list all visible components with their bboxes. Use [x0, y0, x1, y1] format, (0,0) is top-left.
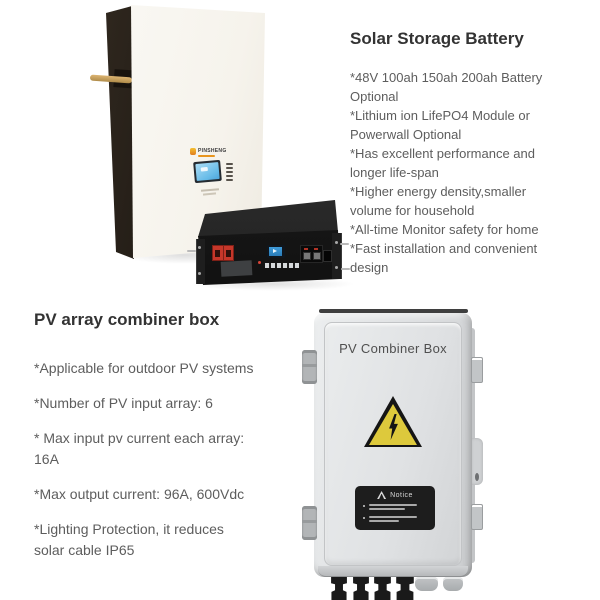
rack-screw: [335, 241, 338, 244]
port-label-mark: [226, 167, 233, 169]
feature-line: Powerwall Optional: [350, 127, 462, 142]
brand-logo-text: PINSHENG: [198, 148, 227, 154]
rack-comm-port: [323, 250, 332, 262]
notice-text-mark: [369, 516, 417, 518]
cable-gland: [443, 577, 463, 591]
feature-line: *Fast installation and convenient: [350, 241, 538, 256]
latch-bottom: [471, 504, 483, 530]
combiner-mount-flange: [471, 438, 483, 485]
feature-line: *Lighting Protection, it reduces: [34, 521, 224, 537]
combiner-feature: *Max output current: 96A, 600Vdc: [34, 484, 284, 505]
notice-text-mark: [369, 504, 417, 506]
hinge-top: [302, 350, 317, 384]
rack-mount-ear-right: [332, 233, 342, 279]
combiner-box-label: PV Combiner Box: [339, 341, 447, 356]
solar-battery-product-image[interactable]: PINSHENG: [60, 0, 355, 300]
mc4-connector: [353, 577, 369, 600]
rack-mount-ear-left: [196, 239, 205, 284]
feature-line: volume for household: [350, 203, 475, 218]
feature-line: design: [350, 260, 389, 275]
terminal-hole: [303, 252, 311, 260]
battery-feature-list: *48V 100ah 150ah 200ah Battery Optional …: [350, 68, 560, 277]
rack-screw: [198, 246, 201, 249]
combiner-description-block: PV array combiner box *Applicable for ou…: [34, 309, 284, 561]
feature-line: solar cable IP65: [34, 542, 135, 558]
rack-status-led: [258, 261, 261, 264]
mc4-connector: [374, 577, 391, 600]
warning-triangle-icon: [377, 491, 387, 499]
notice-header: Notice: [355, 491, 435, 499]
feature-line: * Max input pv current each array:: [34, 430, 245, 446]
rack-dip-switch-strip: [265, 263, 299, 268]
feature-line: *All-time Monitor safety for home: [350, 222, 539, 237]
battery-lcd-display: [195, 162, 220, 181]
terminal-mark: [304, 248, 308, 250]
port-label-mark: [226, 179, 233, 181]
brand-logo-icon: [190, 148, 196, 155]
rack-handle-pin: [187, 250, 196, 252]
battery-lcd-graphic: [200, 166, 208, 172]
brand-logo-underline: [198, 155, 215, 157]
rack-spec-label: [220, 260, 253, 277]
feature-line: Optional: [350, 89, 399, 104]
terminal-hole: [313, 252, 321, 260]
rack-lcd-screen: [267, 245, 285, 258]
flange-screw-hole: [475, 473, 479, 481]
combiner-feature: * Max input pv current each array: 16A: [34, 428, 284, 470]
port-label-mark: [226, 175, 233, 177]
mc4-connector: [331, 577, 347, 600]
battery-lcd-screen: [193, 159, 222, 184]
feature-line: longer life-span: [350, 165, 439, 180]
rack-handle-pin: [341, 268, 350, 270]
rack-handle-pin: [340, 243, 349, 245]
notice-label: Notice: [355, 486, 435, 530]
rack-terminal-block: [300, 245, 323, 263]
rack-screw: [198, 272, 201, 275]
notice-title: Notice: [390, 491, 413, 499]
battery-section-title: Solar Storage Battery: [350, 29, 524, 48]
power-connector: [223, 246, 233, 260]
combiner-section-title: PV array combiner box: [34, 310, 220, 329]
feature-line: *Applicable for outdoor PV systems: [34, 360, 254, 376]
rack-power-connectors: [212, 245, 234, 261]
battery-description-block: Solar Storage Battery *48V 100ah 150ah 2…: [350, 28, 560, 277]
combiner-box-product-image[interactable]: PV Combiner Box Notice: [280, 300, 500, 600]
feature-line: *48V 100ah 150ah 200ah Battery: [350, 70, 543, 85]
cable-gland: [415, 577, 438, 591]
combiner-feature: *Applicable for outdoor PV systems: [34, 358, 284, 379]
notice-text-mark: [369, 520, 399, 522]
feature-line: *Lithium ion LifePO4 Module or: [350, 108, 530, 123]
combiner-lid-seam: [319, 309, 468, 313]
power-connector: [213, 246, 223, 260]
mc4-connector: [396, 577, 414, 600]
combiner-bottom-rail: [318, 566, 468, 577]
feature-line: *Number of PV input array: 6: [34, 395, 213, 411]
lightning-bolt-icon: [389, 414, 398, 440]
rack-screw: [335, 266, 338, 269]
feature-line: *Max output current: 96A, 600Vdc: [34, 486, 245, 502]
combiner-feature: *Lighting Protection, it reduces solar c…: [34, 519, 284, 561]
feature-line: *Higher energy density,smaller: [350, 184, 527, 199]
notice-bullet: [363, 505, 365, 507]
latch-top: [471, 357, 483, 383]
port-label-mark: [226, 163, 233, 165]
combiner-feature: *Number of PV input array: 6: [34, 393, 284, 414]
rack-lcd-arrow: [273, 249, 277, 253]
notice-text-mark: [369, 508, 405, 510]
notice-bullet: [363, 517, 365, 519]
hinge-bottom: [302, 506, 317, 540]
feature-line: 16A: [34, 451, 59, 467]
port-label-mark: [226, 171, 233, 173]
terminal-mark: [314, 248, 318, 250]
feature-line: *Has excellent performance and: [350, 146, 535, 161]
